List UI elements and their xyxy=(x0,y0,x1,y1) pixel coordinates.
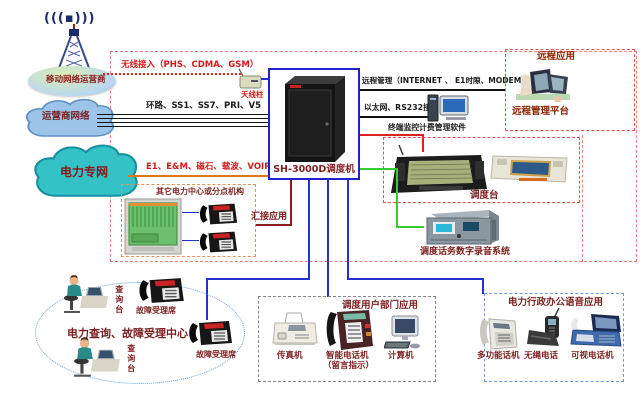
carrier-network-cloud xyxy=(24,97,116,142)
recorder-line-v xyxy=(396,168,398,228)
smart-phone-label: 智能电话机 xyxy=(326,351,369,361)
blue-line-mid-v xyxy=(327,180,329,297)
tandem-line-h xyxy=(256,224,292,226)
branch-box xyxy=(121,184,256,257)
antenna-pole-label: 天线柱 xyxy=(241,90,264,99)
remote-platform-icon xyxy=(514,64,572,104)
console-line-v xyxy=(422,134,424,152)
antenna-to-rack-line xyxy=(261,78,270,80)
power-trunk-line xyxy=(128,175,268,177)
remote-mgmt-label: 远程管理（INTERNET 、 E1时隙、MODEM） xyxy=(362,76,529,85)
video-phone-label: 可视电话机 xyxy=(571,351,614,361)
remote-platform-label: 远程管理平台 xyxy=(512,106,570,117)
branch-phone-1-icon xyxy=(198,201,238,227)
branch-box-title: 其它电力中心或分点机构 xyxy=(156,187,244,196)
antenna-pole-icon xyxy=(237,68,263,90)
dispatch-console-label: 调度台 xyxy=(470,190,499,201)
dept-box-title: 调度用户部门应用 xyxy=(342,300,419,311)
multi-function-phone-label: 多功能话机 xyxy=(477,351,520,361)
remote-app-box xyxy=(505,49,635,131)
dept-computer-icon xyxy=(384,314,422,352)
office-box-title: 电力行政办公语音应用 xyxy=(508,297,604,308)
cordless-phone-label: 无绳电话 xyxy=(524,351,559,361)
remote-mgmt-line xyxy=(360,89,506,91)
power-trunk-label: E1、E&M、磁石、载波、VOIP xyxy=(146,162,271,172)
blue-line-left-h xyxy=(206,278,310,280)
cordless-phone-icon xyxy=(525,308,565,350)
tandem-app-label: 汇接应用 xyxy=(251,212,288,222)
console-line-h xyxy=(360,134,424,136)
call-center-title: 电力查询、故障受理中心 xyxy=(67,327,188,340)
fault-seat-1-label: 故障受理席 xyxy=(136,306,176,315)
power-network-label: 电力专网 xyxy=(60,165,109,179)
trunk-line-4 xyxy=(97,126,268,127)
inner-dashed-divider xyxy=(582,135,583,262)
mobile-operator-ellipse xyxy=(28,66,116,96)
carrier-network-label: 运营商网络 xyxy=(42,111,90,122)
pbx-phone-line-1 xyxy=(182,212,199,213)
inquiry-desk-1-label: 查询台 xyxy=(114,285,124,315)
server-rack-icon xyxy=(281,72,349,164)
trunk-line-3 xyxy=(97,122,268,123)
ethernet-label: 以太网、RS232接口 xyxy=(364,103,439,112)
radio-signal-icon: (((▪))) xyxy=(44,11,96,26)
inquiry-desk-2-label: 查询台 xyxy=(126,344,136,374)
wireless-dotted-line xyxy=(103,73,241,75)
operator-2-icon xyxy=(70,336,122,378)
fax-label: 传真机 xyxy=(277,351,303,361)
ethernet-line xyxy=(360,116,428,118)
blue-line-left-v1 xyxy=(308,180,310,280)
fault-seat-2-label: 故障受理席 xyxy=(196,350,236,359)
multi-function-phone-icon xyxy=(477,313,519,351)
video-phone-icon xyxy=(569,312,623,350)
recording-system-label: 调度话务数字录音系统 xyxy=(420,247,511,257)
trunk-line-1 xyxy=(97,114,268,115)
operator-1-icon xyxy=(60,274,110,314)
smart-phone-note: （留言指示） xyxy=(323,361,375,371)
pbx-phone-line-2 xyxy=(182,240,199,241)
tandem-line-v xyxy=(290,180,292,225)
remote-app-title: 远程应用 xyxy=(537,51,576,62)
recorder-line-h1 xyxy=(360,168,398,170)
blue-line-right-v2 xyxy=(482,278,484,294)
core-switch-label: SH-3000D调度机 xyxy=(273,164,355,175)
blue-line-right-v1 xyxy=(347,180,349,280)
dispatch-console-dark-icon xyxy=(389,143,489,199)
dispatch-console-box xyxy=(383,137,580,203)
dispatch-console-light-icon xyxy=(489,150,571,188)
branch-phone-2-icon xyxy=(198,229,238,255)
mobile-operator-label: 移动网络运营商 xyxy=(46,75,106,85)
trunk-lines-label: 环路、SS1、SS7、PRI、V5 xyxy=(146,101,261,111)
recorder-line-h2 xyxy=(396,226,424,228)
dept-computer-label: 计算机 xyxy=(388,351,414,361)
billing-terminal-icon xyxy=(426,93,472,123)
fault-phone-2-icon xyxy=(186,319,234,347)
blue-line-right-h xyxy=(347,278,484,280)
smart-phone-icon xyxy=(321,306,375,352)
call-center-ellipse xyxy=(35,282,245,384)
trunk-line-2 xyxy=(97,118,268,119)
branch-pbx-icon xyxy=(124,198,182,255)
fault-phone-1-icon xyxy=(136,276,186,305)
wireless-access-label: 无线接入（PHS、CDMA、GSM） xyxy=(121,60,259,70)
recording-system-icon xyxy=(423,206,503,246)
billing-software-label: 终端监控计费管理软件 xyxy=(388,123,466,132)
fax-machine-icon xyxy=(271,311,319,351)
dept-box xyxy=(258,296,436,382)
